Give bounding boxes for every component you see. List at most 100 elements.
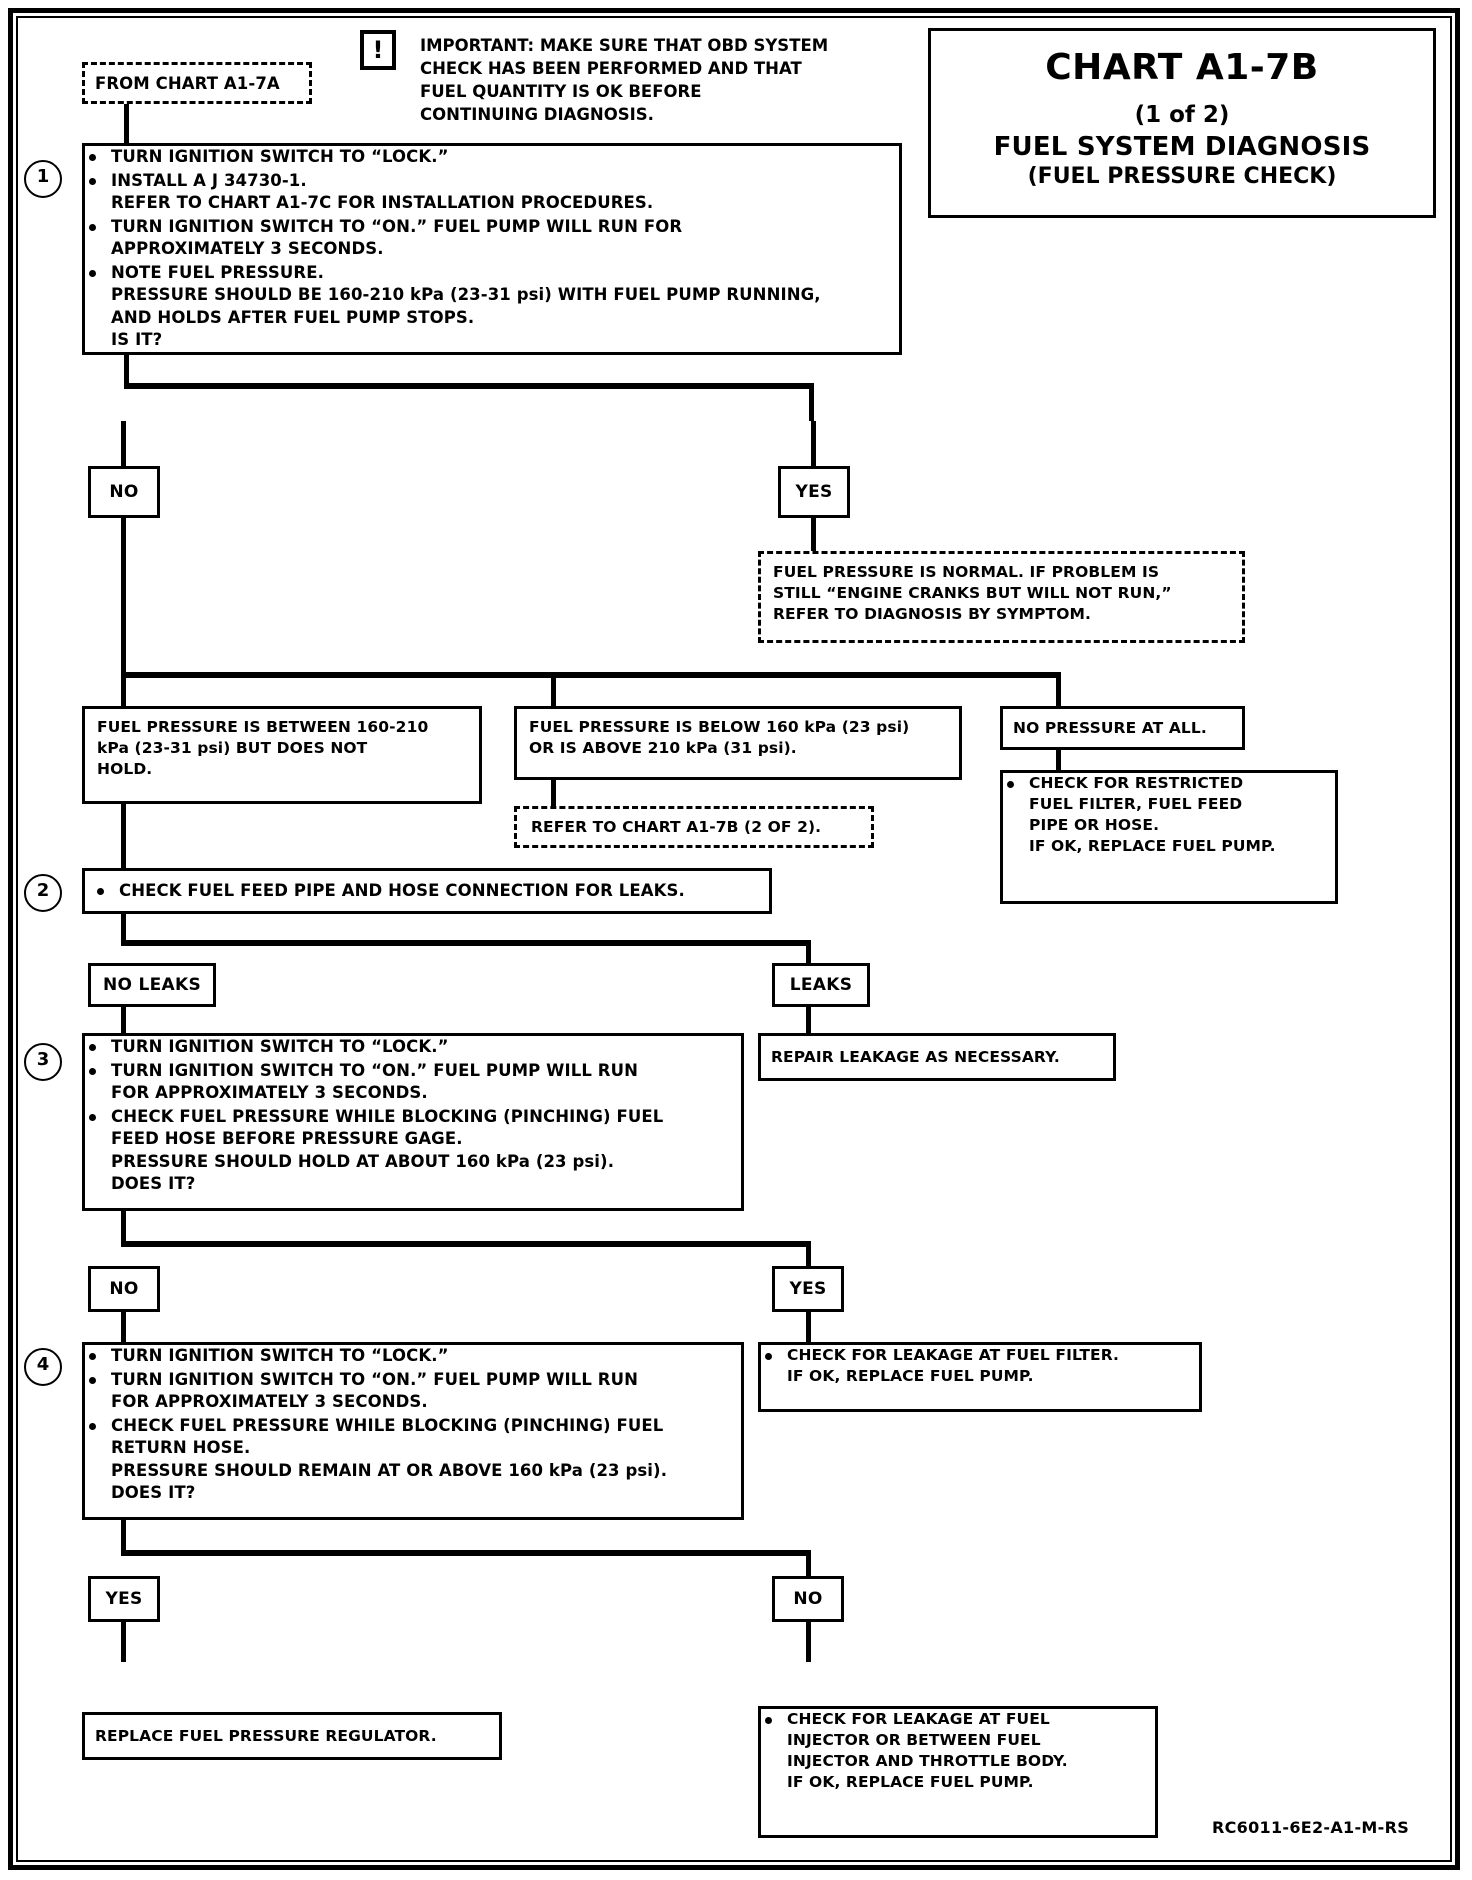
check-filter-line-2: IF OK, REPLACE FUEL PUMP. [787, 1367, 1034, 1385]
connector-three-way-bar [121, 672, 1061, 678]
step-1-bullet-4-sub-2: AND HOLDS AFTER FUEL PUMP STOPS. [111, 307, 475, 327]
replace-regulator-text: REPLACE FUEL PRESSURE REGULATOR. [95, 1727, 437, 1745]
step-4-bullet-1-main: TURN IGNITION SWITCH TO “LOCK.” [111, 1346, 449, 1365]
connector-nopressure-down [1056, 750, 1061, 774]
important-line-4: CONTINUING DIAGNOSIS. [420, 105, 654, 124]
step-3-bullet-2-sub-1: FOR APPROXIMATELY 3 SECONDS. [111, 1083, 428, 1102]
connector-step4-right-down [806, 1550, 811, 1588]
check-restricted-line-1: CHECK FOR RESTRICTED [1029, 774, 1244, 792]
step-number-4: 4 [24, 1348, 62, 1386]
step-4-bullet-2-sub-1: FOR APPROXIMATELY 3 SECONDS. [111, 1392, 428, 1411]
step-3-bullet-2-main: TURN IGNITION SWITCH TO “ON.” FUEL PUMP … [111, 1060, 638, 1080]
step-3-bullet-3-sub-1: FEED HOSE BEFORE PRESSURE GAGE. [111, 1129, 463, 1148]
refer-chart-a1-7b-2of2: REFER TO CHART A1-7B (2 OF 2). [514, 806, 874, 848]
connector-yes3-down [806, 1310, 811, 1354]
step-1-bullet-4-sub-1: PRESSURE SHOULD BE 160-210 kPa (23-31 ps… [111, 285, 821, 304]
step-number-1: 1 [24, 160, 62, 198]
check-filter-line-1: CHECK FOR LEAKAGE AT FUEL FILTER. [787, 1346, 1120, 1364]
branch-label-yes-1: YES [778, 466, 850, 518]
step-3-bullet-1-main: TURN IGNITION SWITCH TO “LOCK.” [111, 1037, 449, 1056]
step-2-box: CHECK FUEL FEED PIPE AND HOSE CONNECTION… [82, 868, 772, 914]
check-injector-line-4: IF OK, REPLACE FUEL PUMP. [787, 1773, 1034, 1791]
step-4-bullet-3-main: CHECK FUEL PRESSURE WHILE BLOCKING (PINC… [111, 1415, 664, 1435]
step-1-bullet-4-sub-3: IS IT? [111, 330, 163, 349]
step-4-bullet-3-sub-3: DOES IT? [111, 1483, 196, 1502]
title-block: CHART A1-7B (1 of 2) FUEL SYSTEM DIAGNOS… [928, 28, 1436, 218]
connector-noleaks-down [121, 1005, 126, 1047]
below-above-line-1: FUEL PRESSURE IS BELOW 160 kPa (23 psi) [529, 718, 910, 736]
check-restricted-line-3: PIPE OR HOSE. [1029, 816, 1160, 834]
connector-step3-horizontal [121, 1241, 811, 1247]
connector-no3-down [121, 1310, 126, 1354]
refer-2of2-text: REFER TO CHART A1-7B (2 OF 2). [531, 818, 822, 836]
step-3-bullet-3-sub-3: DOES IT? [111, 1174, 196, 1193]
branch-label-yes-4: YES [88, 1576, 160, 1622]
step-1-bullet-3-main: TURN IGNITION SWITCH TO “ON.” FUEL PUMP … [111, 216, 683, 236]
step-4-bullet-3-sub-2: PRESSURE SHOULD REMAIN AT OR ABOVE 160 k… [111, 1460, 668, 1480]
check-injector-line-1: CHECK FOR LEAKAGE AT FUEL [787, 1710, 1050, 1728]
connector-no1-up [121, 421, 126, 469]
branch-label-no-3: NO [88, 1266, 160, 1312]
step-1-bullets: TURN IGNITION SWITCH TO “LOCK.” INSTALL … [85, 146, 899, 352]
step-4-bullet-1: TURN IGNITION SWITCH TO “LOCK.” [85, 1345, 741, 1368]
below-above-line-2: OR IS ABOVE 210 kPa (31 psi). [529, 739, 797, 757]
connector-step2-horizontal [121, 940, 811, 946]
branch-label-no-leaks: NO LEAKS [88, 963, 216, 1007]
check-restricted-line-4: IF OK, REPLACE FUEL PUMP. [1029, 837, 1276, 855]
important-line-2: CHECK HAS BEEN PERFORMED AND THAT [420, 59, 802, 78]
result-pressure-normal: FUEL PRESSURE IS NORMAL. IF PROBLEM IS S… [758, 551, 1245, 643]
connector-yes1-up [811, 421, 816, 469]
step-1-bullet-3-sub-1: APPROXIMATELY 3 SECONDS. [111, 239, 384, 258]
footer-document-code: RC6011-6E2-A1-M-RS [1212, 1818, 1410, 1837]
between-line-1: FUEL PRESSURE IS BETWEEN 160-210 [97, 718, 429, 736]
result-repair-leakage: REPAIR LEAKAGE AS NECESSARY. [758, 1033, 1116, 1081]
step-1-bullet-2-sub-1: REFER TO CHART A1-7C FOR INSTALLATION PR… [111, 193, 654, 212]
check-injector-line-3: INJECTOR AND THROTTLE BODY. [787, 1752, 1068, 1770]
step-4-bullet-2-main: TURN IGNITION SWITCH TO “ON.” FUEL PUMP … [111, 1369, 638, 1389]
connector-leaks-down [806, 1005, 811, 1047]
step-1-box: TURN IGNITION SWITCH TO “LOCK.” INSTALL … [82, 143, 902, 355]
connector-no4-down [806, 1620, 811, 1662]
step-3-bullet-3: CHECK FUEL PRESSURE WHILE BLOCKING (PINC… [85, 1106, 741, 1196]
important-notice: IMPORTANT: MAKE SURE THAT OBD SYSTEM CHE… [420, 34, 900, 126]
connector-branch-left [121, 672, 126, 706]
inner-border [16, 16, 1452, 1862]
connector-step1-down-right [809, 383, 814, 421]
step-2-bullet-1-main: CHECK FUEL FEED PIPE AND HOSE CONNECTION… [119, 881, 685, 900]
step-3-box: TURN IGNITION SWITCH TO “LOCK.” TURN IGN… [82, 1033, 744, 1211]
between-line-3: HOLD. [97, 760, 153, 778]
step-1-bullet-1: TURN IGNITION SWITCH TO “LOCK.” [85, 146, 899, 169]
connector-branch-middle [551, 672, 556, 706]
important-warning-icon: ! [360, 30, 396, 70]
step-3-bullet-1: TURN IGNITION SWITCH TO “LOCK.” [85, 1036, 741, 1059]
step-1-bullet-2-main: INSTALL A J 34730-1. [111, 170, 307, 190]
check-restricted-line-2: FUEL FILTER, FUEL FEED [1029, 795, 1243, 813]
step-1-bullet-1-main: TURN IGNITION SWITCH TO “LOCK.” [111, 147, 449, 166]
branch-label-yes-3: YES [772, 1266, 844, 1312]
outer-border [8, 8, 1460, 1870]
connector-step3-right-down [806, 1241, 811, 1279]
connector-no1-down [121, 516, 126, 676]
step-number-3: 3 [24, 1043, 62, 1081]
chart-name: FUEL SYSTEM DIAGNOSIS [993, 132, 1371, 162]
connector-yes1-down [811, 516, 816, 558]
step-1-bullet-3: TURN IGNITION SWITCH TO “ON.” FUEL PUMP … [85, 216, 899, 261]
connector-step1-down-left [124, 355, 129, 387]
result-pressure-below-above: FUEL PRESSURE IS BELOW 160 kPa (23 psi) … [514, 706, 962, 780]
between-line-2: kPa (23-31 psi) BUT DOES NOT [97, 739, 368, 757]
chart-id: CHART A1-7B [1045, 47, 1319, 88]
step-2-bullet-1: CHECK FUEL FEED PIPE AND HOSE CONNECTION… [93, 880, 769, 903]
step-1-bullet-4: NOTE FUEL PRESSURE. PRESSURE SHOULD BE 1… [85, 262, 899, 352]
connector-step3-down [121, 1211, 126, 1245]
important-line-1: IMPORTANT: MAKE SURE THAT OBD SYSTEM [420, 36, 829, 55]
step-1-bullet-4-main: NOTE FUEL PRESSURE. [111, 262, 324, 282]
step-4-bullet-2: TURN IGNITION SWITCH TO “ON.” FUEL PUMP … [85, 1369, 741, 1414]
result-replace-regulator: REPLACE FUEL PRESSURE REGULATOR. [82, 1712, 502, 1760]
connector-step4-down [121, 1520, 126, 1556]
check-injector-line-2: INJECTOR OR BETWEEN FUEL [787, 1731, 1041, 1749]
page-of: (1 of 2) [1134, 102, 1230, 128]
connector-branch-right [1056, 672, 1061, 706]
step-4-bullet-3: CHECK FUEL PRESSURE WHILE BLOCKING (PINC… [85, 1415, 741, 1505]
step-1-bullet-2: INSTALL A J 34730-1. REFER TO CHART A1-7… [85, 170, 899, 215]
result-check-fuel-filter: CHECK FOR LEAKAGE AT FUEL FILTER. IF OK,… [758, 1342, 1202, 1412]
